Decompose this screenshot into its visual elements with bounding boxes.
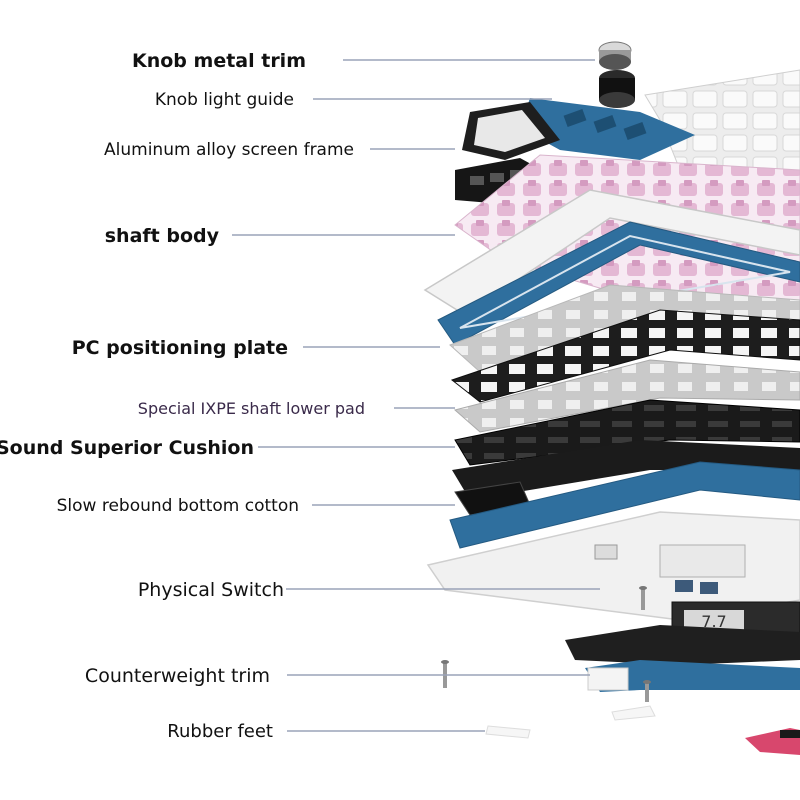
label-rubber-feet: Rubber feet <box>167 721 273 742</box>
black-plate <box>450 309 800 403</box>
bottom-blue-frame <box>449 461 800 549</box>
screen-readout: 7.7 <box>701 612 726 631</box>
counterweight <box>565 625 800 692</box>
physical-switch <box>675 580 718 594</box>
screw-2 <box>441 660 449 688</box>
label-group: Knob metal trim Knob light guide Aluminu… <box>0 50 365 742</box>
ixpe-shaft-pad <box>453 359 800 433</box>
rubber-foot-1 <box>611 705 656 721</box>
knob-metal-trim <box>598 41 632 70</box>
leader-lines <box>232 59 600 732</box>
label-pc-plate: PC positioning plate <box>72 337 288 359</box>
aluminum-screen-frame <box>520 98 695 160</box>
screw-3 <box>643 680 651 702</box>
label-screen-frame: Aluminum alloy screen frame <box>104 140 354 160</box>
label-knob-metal-trim: Knob metal trim <box>132 50 306 72</box>
label-knob-light-guide: Knob light guide <box>155 90 294 110</box>
rubber-foot-2 <box>485 725 531 739</box>
knob-light-guide <box>599 70 635 108</box>
label-ixpe-pad: Special IXPE shaft lower pad <box>138 399 365 418</box>
bottom-cotton <box>452 440 800 500</box>
label-counterweight-trim: Counterweight trim <box>85 665 270 687</box>
screw-1 <box>639 586 647 610</box>
label-physical-switch: Physical Switch <box>138 579 284 601</box>
pink-accent-edge <box>780 730 800 738</box>
label-sound-cushion: Sound Superior Cushion <box>0 437 254 459</box>
sound-cushion <box>454 399 800 466</box>
label-bottom-cotton: Slow rebound bottom cotton <box>57 496 299 516</box>
label-shaft-body: shaft body <box>105 225 220 247</box>
